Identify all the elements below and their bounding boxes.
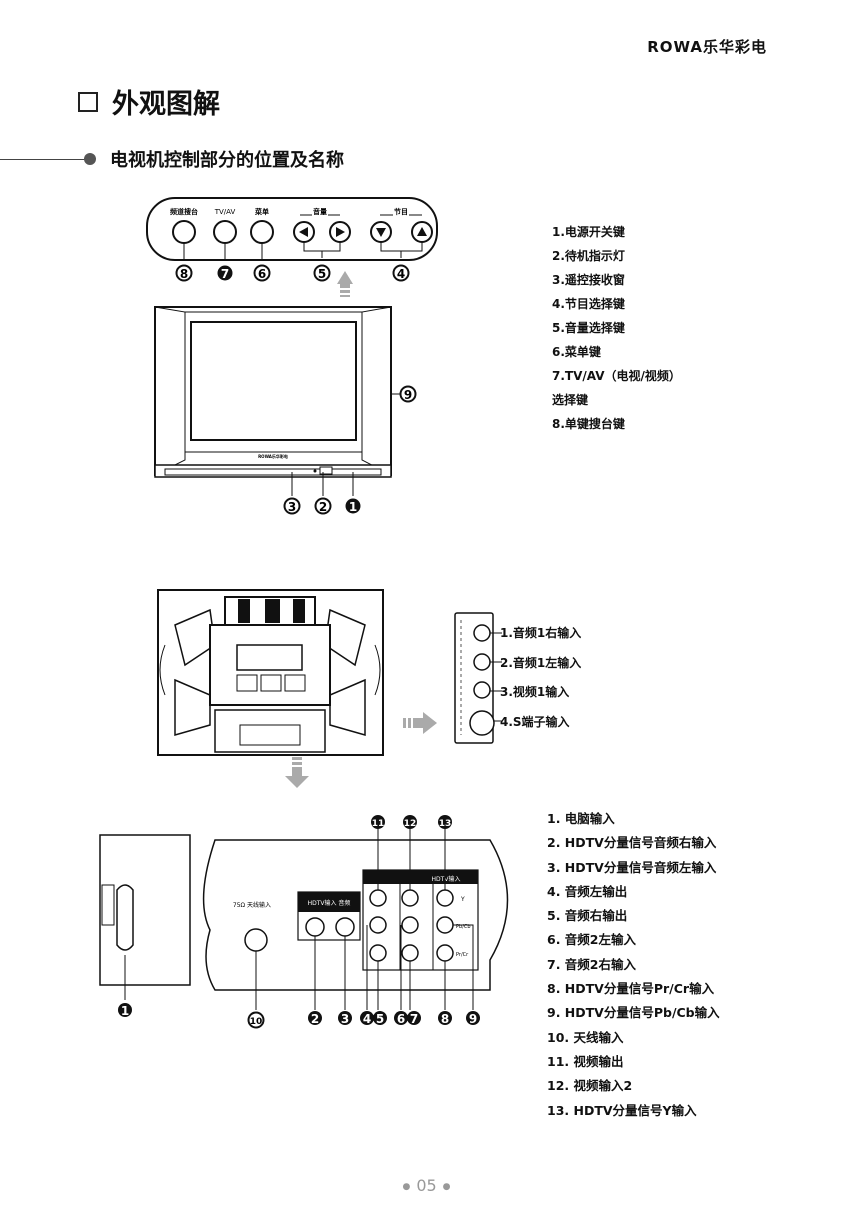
list-item: 4.节目选择键: [552, 297, 625, 311]
list-item: 3. HDTV分量信号音频左输入: [547, 859, 717, 875]
menu-button-circle: [250, 220, 274, 244]
down-arrow-icon: [376, 228, 386, 237]
tv-logo-small: ROWA乐华彩电: [258, 453, 288, 459]
rear-tv-diagram: [157, 589, 495, 788]
up-arrow-big-icon: [337, 271, 353, 284]
callout-2: 2: [319, 500, 327, 514]
list-item: 2.待机指示灯: [552, 249, 625, 263]
list-item: 9. HDTV分量信号Pb/Cb输入: [547, 1005, 720, 1021]
callout-8: 8: [180, 267, 188, 281]
callout-r13: 13: [439, 819, 452, 829]
list-item: 5.音量选择键: [552, 321, 625, 335]
side-item-1: 1.音频1右输入: [500, 626, 582, 640]
brand-logo: ROWA乐华彩电: [647, 38, 767, 56]
list-item: 11. 视频输出: [547, 1053, 624, 1069]
callout-7: 7: [221, 267, 229, 281]
tv-screen: [190, 321, 357, 441]
callout-r6: 6: [397, 1012, 405, 1026]
checkbox-square-icon: [78, 91, 98, 112]
callout-r11: 11: [372, 819, 385, 829]
list-item: 6.菜单键: [552, 345, 601, 359]
search-button-circle: [172, 220, 196, 244]
page-number: 05: [416, 1176, 437, 1195]
list-item: 13. HDTV分量信号Y输入: [547, 1102, 697, 1118]
list-item: 选择键: [552, 393, 589, 407]
section-title-text: 外观图解: [112, 89, 220, 120]
left-arrow-icon: [299, 227, 308, 237]
rule-line: [0, 159, 86, 160]
section-title: 外观图解: [78, 82, 220, 121]
callout-4: 4: [397, 267, 405, 281]
tvav-button-circle: [213, 220, 237, 244]
button-label-search: 频道搜台: [170, 207, 198, 216]
right-arrow-icon: [336, 227, 345, 237]
hdtv-video-label: HDTV输入: [432, 875, 461, 883]
rear-panel-list: 1. 电脑输入 2. HDTV分量信号音频右输入 3. HDTV分量信号音频左输…: [547, 807, 720, 1123]
button-label-program: 节目: [394, 207, 408, 216]
antenna-label: 75Ω 天线输入: [233, 901, 271, 909]
callout-r3: 3: [341, 1012, 349, 1026]
list-item: 2. HDTV分量信号音频右输入: [547, 835, 717, 851]
y-label: Y: [460, 896, 465, 903]
callout-r2: 2: [311, 1012, 319, 1026]
callout-r5: 5: [376, 1012, 384, 1026]
pb-label: Pb/Cb: [456, 924, 471, 930]
list-item: 7.TV/AV（电视/视频）: [552, 369, 681, 383]
callout-r4: 4: [363, 1012, 371, 1026]
front-tv-diagram: 频道搜台 TV/AV 菜单 音量 节目 8 7 6 5 4 ROWA乐华彩电: [146, 197, 438, 515]
button-label-menu: 菜单: [254, 207, 269, 216]
list-item: 5. 音频右输出: [547, 908, 628, 924]
side-item-4: 4.S端子输入: [500, 715, 570, 729]
callout-6: 6: [258, 267, 266, 281]
right-arrow-big-icon: [423, 712, 437, 734]
callout-r1: 1: [121, 1004, 129, 1018]
callout-3: 3: [288, 500, 296, 514]
callout-r12: 12: [404, 819, 417, 829]
footer-dot-icon: ●: [402, 1181, 411, 1192]
vga-connector: [116, 884, 134, 951]
list-item: 12. 视频输入2: [547, 1078, 633, 1094]
pr-label: Pr/Cr: [456, 952, 469, 958]
footer-dot-icon: ●: [442, 1181, 451, 1192]
list-item: 3.遥控接收窗: [552, 273, 625, 287]
list-item: 6. 音频2左输入: [547, 932, 636, 948]
list-item: 10. 天线输入: [547, 1029, 624, 1045]
list-item: 4. 音频左输出: [547, 883, 628, 899]
hdtv-audio-label: HDTV输入 音频: [308, 899, 351, 907]
control-panel-outline: [146, 197, 438, 261]
front-panel-list: 1.电源开关键 2.待机指示灯 3.遥控接收窗 4.节目选择键 5.音量选择键 …: [552, 220, 681, 436]
callout-9: 9: [404, 388, 412, 402]
side-item-2: 2.音频1左输入: [500, 656, 582, 670]
list-item: 7. 音频2右输入: [547, 956, 636, 972]
list-item: 8.单键搜台键: [552, 417, 625, 431]
button-label-tvav: TV/AV: [214, 208, 236, 216]
side-leader-lines: [490, 632, 502, 722]
callout-5: 5: [318, 267, 326, 281]
list-item: 1. 电脑输入: [547, 811, 615, 826]
bullet-dot-icon: [84, 153, 96, 165]
button-label-volume: 音量: [313, 207, 327, 216]
sub-title: 电视机控制部分的位置及名称: [110, 150, 344, 171]
down-arrow-big-icon: [285, 776, 309, 788]
rear-connector-diagram: 75Ω 天线输入 HDTV输入 音频 HDTV输入 Y Pb/Cb Pr/Cr …: [99, 815, 509, 1029]
side-item-3: 3.视频1输入: [500, 685, 570, 699]
pc-panel-outline: [99, 834, 191, 986]
callout-r8: 8: [441, 1012, 449, 1026]
up-arrow-icon: [417, 227, 427, 236]
list-item: 1.电源开关键: [552, 225, 625, 239]
page-footer: ● 05 ●: [0, 1176, 853, 1195]
callout-r10: 10: [250, 1017, 263, 1027]
callout-1: 1: [349, 500, 357, 514]
callout-r9: 9: [469, 1012, 477, 1026]
callout-r7: 7: [410, 1012, 418, 1026]
list-item: 8. HDTV分量信号Pr/Cr输入: [547, 981, 715, 997]
